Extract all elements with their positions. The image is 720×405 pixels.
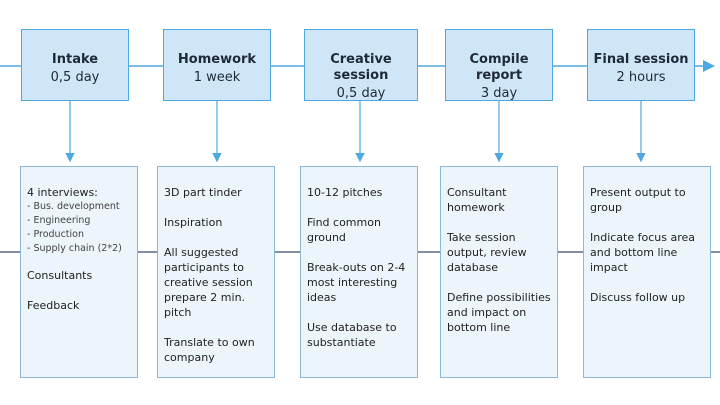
activities-homework: 3D part tinder Inspiration All suggested… <box>157 166 275 378</box>
interview-role: - Engineering <box>27 215 91 226</box>
stage-title: Intake <box>51 52 99 67</box>
stage-duration: 0,5 day <box>336 86 386 101</box>
activity-item: Find common ground <box>307 216 381 244</box>
activity-item: All suggested participants to creative s… <box>164 246 253 319</box>
activity-item: Present output to group <box>590 186 686 214</box>
activity-item: Define possibilities and impact on botto… <box>447 291 551 334</box>
interview-role: - Supply chain (2*2) <box>27 243 122 254</box>
stage-creative-session: Creative session 0,5 day <box>304 29 418 101</box>
stage-homework: Homework 1 week <box>163 29 271 101</box>
stage-final-session: Final session 2 hours <box>587 29 695 101</box>
stage-duration: 2 hours <box>616 70 666 85</box>
activities-creative-session: 10-12 pitches Find common ground Break-o… <box>300 166 418 378</box>
activity-item: Consultant homework <box>447 186 507 214</box>
stage-compile-report: Compile report 3 day <box>445 29 553 101</box>
activity-item: Indicate focus area and bottom line impa… <box>590 231 695 274</box>
stage-duration: 3 day <box>480 86 518 101</box>
activity-item: Translate to own company <box>164 336 255 364</box>
interviews-label: 4 interviews: <box>27 186 98 199</box>
stage-intake: Intake 0,5 day <box>21 29 129 101</box>
interview-role: - Bus. development <box>27 201 120 212</box>
activities-compile-report: Consultant homework Take session output,… <box>440 166 558 378</box>
activity-item: Take session output, review database <box>447 231 527 274</box>
activity-item: 10-12 pitches <box>307 186 383 199</box>
interview-role: - Production <box>27 229 84 240</box>
activity-item: Inspiration <box>164 216 223 229</box>
activities-final-session: Present output to group Indicate focus a… <box>583 166 711 378</box>
stage-title: Compile report <box>469 52 529 83</box>
activity-item: Use database to substantiate <box>307 321 397 349</box>
stage-title: Final session <box>593 52 689 67</box>
stage-duration: 1 week <box>193 70 241 85</box>
activity-item: Feedback <box>27 299 80 312</box>
activity-item: Discuss follow up <box>590 291 686 304</box>
stage-duration: 0,5 day <box>50 70 100 85</box>
activity-item: Consultants <box>27 269 93 282</box>
activity-item: 3D part tinder <box>164 186 242 199</box>
activity-item: Break-outs on 2-4 most interesting ideas <box>307 261 406 304</box>
stage-title: Creative session <box>330 52 392 83</box>
stage-title: Homework <box>177 52 257 67</box>
activities-intake: 4 interviews: - Bus. development - Engin… <box>20 166 138 378</box>
interviews-block: 4 interviews: - Bus. development - Engin… <box>27 185 131 256</box>
